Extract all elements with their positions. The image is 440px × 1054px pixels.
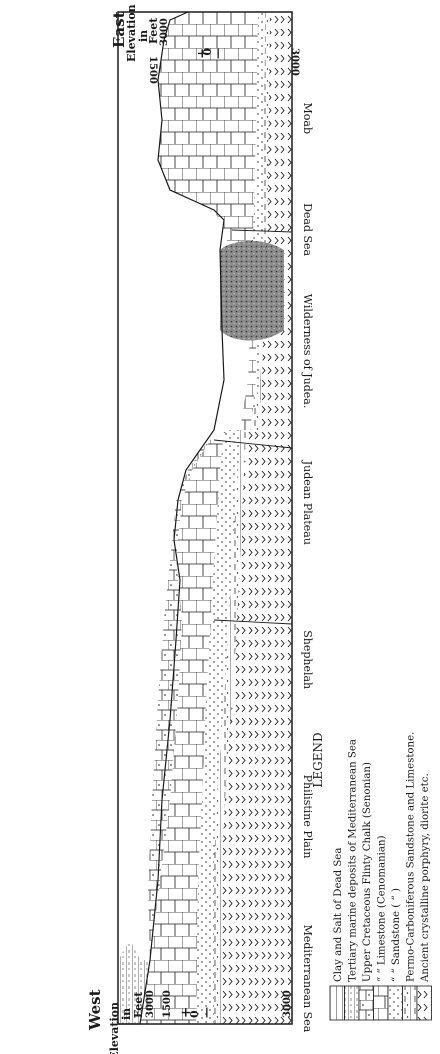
legend-items: Clay and Salt of Dead Sea Tertiary marine… bbox=[330, 732, 432, 1020]
legend-frame bbox=[331, 640, 437, 654]
west-scale-mid: 1500 bbox=[162, 990, 173, 1018]
legend-swatch-flinty bbox=[359, 986, 374, 1020]
east-scale-minus: — bbox=[212, 48, 225, 59]
legend-label-tertiary: Tertiary marine deposits of Mediterranea… bbox=[348, 739, 359, 982]
legend-label-flinty: Upper Cretaceous Flinty Chalk (Senonian) bbox=[361, 762, 373, 982]
legend-swatch-clay-salt bbox=[330, 986, 345, 1020]
place-label: Wilderness of Judea. bbox=[301, 294, 314, 409]
east-scale-bottom: 3000 bbox=[289, 48, 300, 76]
legend-label-crystalline: Ancient crystalline porphyry, diorite et… bbox=[420, 773, 431, 983]
west-scale-minus: — bbox=[200, 1007, 213, 1018]
place-label: Moab bbox=[301, 103, 314, 135]
section bbox=[118, 12, 292, 1024]
legend-label-limestone: “ “ Limestone (Cenomanian) bbox=[376, 835, 388, 982]
legend-swatch-limestone bbox=[374, 986, 389, 1020]
legend-title: LEGEND bbox=[311, 732, 325, 787]
place-label: Mediterranean Sea bbox=[301, 925, 314, 1033]
west-elevation-feet: Feet bbox=[132, 991, 145, 1018]
west-scale-bottom: 3000 bbox=[282, 990, 293, 1018]
legend: LEGEND Clay and Salt of Dead Sea Tertiary… bbox=[311, 640, 437, 1020]
legend-swatch-sandstone bbox=[388, 986, 403, 1020]
legend-swatch-permo bbox=[403, 986, 418, 1020]
east-scale-top: 3000 bbox=[159, 18, 170, 46]
legend-label-clay-salt: Clay and Salt of Dead Sea bbox=[333, 848, 344, 982]
place-label: Judean Plateau bbox=[301, 460, 314, 545]
place-label: Dead Sea bbox=[301, 203, 314, 256]
east-scale-zero: 0 bbox=[200, 48, 213, 56]
legend-label-permo: Permo-Carboniferous Sandstone and Limest… bbox=[406, 732, 417, 982]
west-label: West bbox=[86, 989, 104, 1031]
stratum-dead-sea bbox=[220, 241, 284, 341]
place-label: Shephelah bbox=[301, 630, 314, 689]
legend-label-sandstone: “ “ Sandstone ( “ ) bbox=[390, 888, 402, 982]
legend-swatch-crystalline bbox=[417, 986, 432, 1020]
legend-swatch-tertiary bbox=[345, 986, 360, 1020]
west-scale-top: 3000 bbox=[145, 990, 156, 1018]
east-scale-mid: 1500 bbox=[147, 56, 158, 84]
